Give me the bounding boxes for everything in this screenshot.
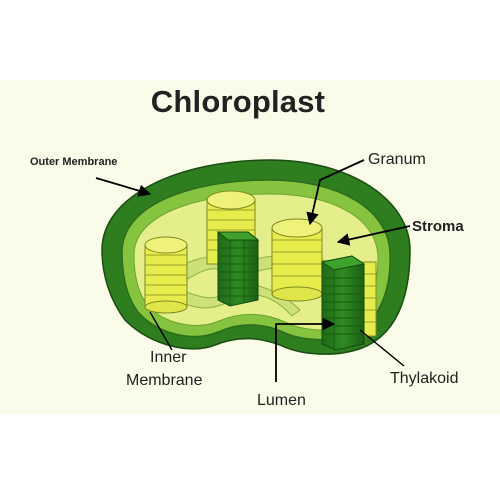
granum-cutaway-right <box>320 255 366 351</box>
label-stroma: Stroma <box>412 218 464 235</box>
granum-arrow <box>306 159 365 226</box>
diagram-title: Chloroplast <box>150 84 326 119</box>
granum-cutaway-middle <box>216 231 260 307</box>
label-lumen: Lumen <box>257 392 306 409</box>
stroma-arrow <box>336 225 411 246</box>
thylakoid-leader <box>359 329 405 367</box>
inner-membrane-leader <box>149 311 173 351</box>
granum-stack-right <box>271 218 323 302</box>
label-thylakoid: Thylakoid <box>390 370 458 387</box>
granum-stack-left <box>144 236 188 314</box>
outer-membrane-arrow <box>95 177 152 197</box>
label-granum: Granum <box>368 151 426 168</box>
label-outer-membrane: Outer Membrane <box>30 156 117 168</box>
label-inner-membrane-line2: Membrane <box>126 372 203 389</box>
label-inner-membrane-line1: Inner <box>150 349 187 366</box>
lumen-arrow <box>275 317 336 382</box>
